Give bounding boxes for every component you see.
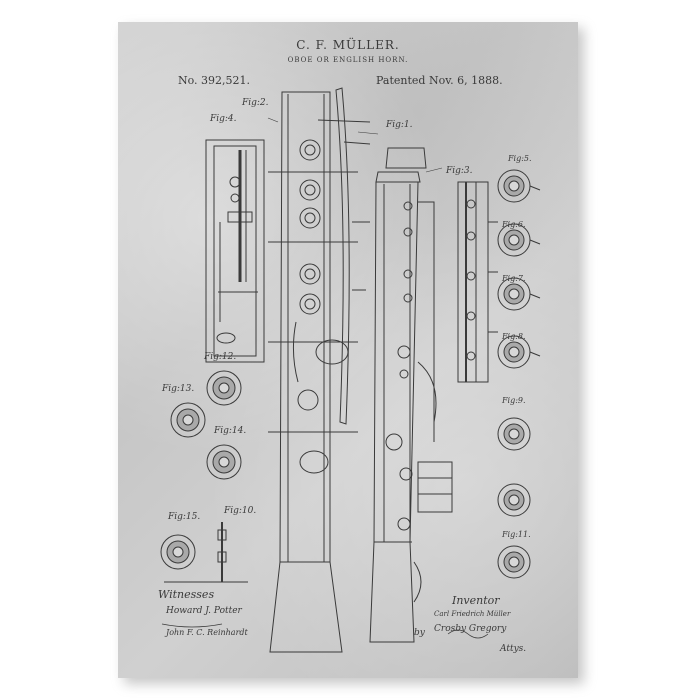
fig3-drawing	[457, 181, 498, 383]
patent-drawing	[160, 87, 541, 653]
witnesses-label: Witnesses	[158, 588, 215, 601]
fig1-drawing	[369, 147, 453, 643]
patent-canvas-print: C. F. MÜLLER. OBOE OR ENGLISH HORN. No. …	[118, 22, 578, 678]
attorney-suffix: Attys.	[500, 644, 527, 654]
fig4-drawing	[205, 139, 265, 363]
fig2-drawing	[268, 87, 371, 653]
key-cups-right	[497, 169, 541, 579]
fig9-label: Fig:9.	[502, 396, 526, 405]
fig8-label: Fig:8.	[502, 332, 526, 341]
patent-date: Patented Nov. 6, 1888.	[376, 74, 503, 87]
key-cups-left	[160, 370, 248, 583]
fig1-label: Fig:1.	[386, 120, 413, 130]
inventor-label: Inventor	[452, 594, 500, 607]
attorney-by: by	[414, 628, 425, 638]
fig11-label: Fig:11.	[502, 530, 531, 539]
fig7-label: Fig:7.	[502, 274, 526, 283]
fig13-label: Fig:13.	[162, 384, 195, 394]
fig14-label: Fig:14.	[214, 426, 247, 436]
signature-strokes	[161, 623, 489, 639]
fig2-label: Fig:2.	[242, 98, 269, 108]
patent-number: No. 392,521.	[178, 74, 251, 87]
fig10-label: Fig:10.	[224, 506, 257, 516]
witness-2-signature: John F. C. Reinhardt	[166, 628, 248, 637]
fig6-label: Fig:6.	[502, 220, 526, 229]
fig15-label: Fig:15.	[168, 512, 201, 522]
fig5-label: Fig:5.	[508, 154, 532, 163]
fig4-label: Fig:4.	[210, 114, 237, 124]
inventor-name: Carl Friedrich Müller	[434, 610, 511, 618]
witness-1-signature: Howard J. Potter	[166, 606, 242, 616]
fig12-label: Fig:12.	[204, 352, 237, 362]
attorney-name: Crosby Gregory	[434, 624, 507, 634]
patent-title: C. F. MÜLLER.	[296, 38, 400, 52]
fig3-label: Fig:3.	[446, 166, 473, 176]
patent-subtitle: OBOE OR ENGLISH HORN.	[287, 56, 409, 64]
